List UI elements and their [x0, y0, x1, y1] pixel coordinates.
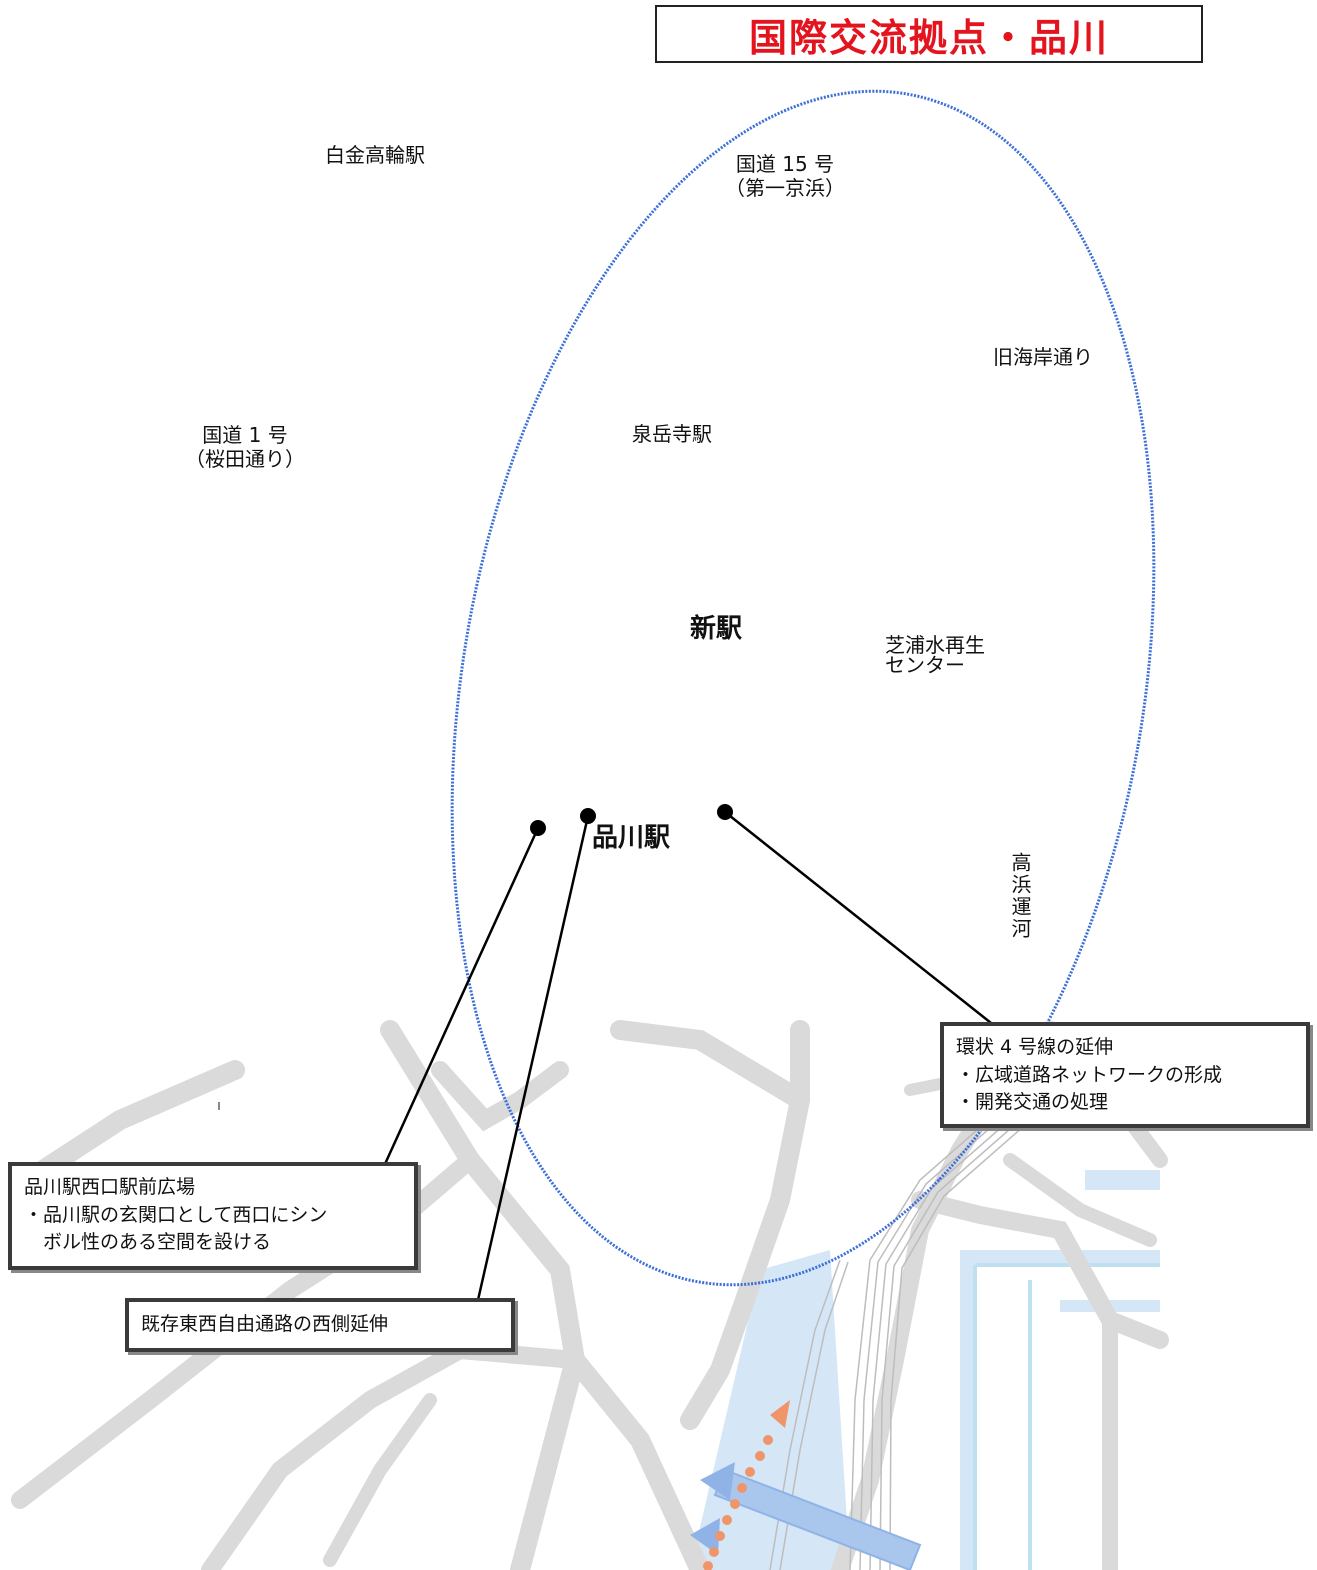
shibaura-line1: 芝浦水再生 [885, 633, 985, 657]
route1-label: 国道 1 号 （桜田通り） [165, 423, 325, 471]
passage-title: 既存東西自由通路の西側延伸 [141, 1313, 389, 1336]
west-plaza-item2: ボル性のある空間を設ける [43, 1231, 272, 1254]
route15-label: 国道 15 号 （第一京浜） [705, 152, 865, 200]
ring4-item1: ・広域道路ネットワークの形成 [956, 1063, 1223, 1086]
ring4-callout: 環状 4 号線の延伸 ・広域道路ネットワークの形成 ・開発交通の処理 [940, 1022, 1310, 1128]
west-plaza-title: 品川駅西口駅前広場 [24, 1176, 196, 1198]
ring4-item2: ・開発交通の処理 [956, 1091, 1109, 1114]
area-ellipse [450, 89, 1156, 1287]
takahama-canal-label: 高浜運河 [1008, 852, 1032, 940]
new-station-label: 新駅 [690, 614, 743, 644]
sengakuji-station-label: 泉岳寺駅 [632, 422, 712, 446]
station-dots [530, 804, 733, 836]
water-outlines [973, 1263, 1160, 1570]
shinagawa-station-label: 品川駅 [592, 823, 671, 853]
route1-line1: 国道 1 号 [202, 423, 288, 447]
leader-lines [383, 811, 1016, 1301]
route1-line2: （桜田通り） [185, 447, 305, 471]
west-plaza-callout: 品川駅西口駅前広場 ・品川駅の玄関口として西口にシン ボル性のある空間を設ける [8, 1162, 418, 1270]
shibaura-line2: センター [885, 653, 965, 677]
route15-line2: （第一京浜） [725, 176, 845, 200]
west-plaza-dot [530, 820, 546, 836]
passage-arrow [690, 1462, 922, 1570]
small-tick [218, 1102, 220, 1110]
title-box: 国際交流拠点・品川 [655, 5, 1203, 63]
passage-dot [580, 808, 596, 824]
new-station-dot [717, 804, 733, 820]
shirokane-station-label: 白金高輪駅 [325, 143, 425, 167]
orange-dotted-arrow [703, 1400, 790, 1570]
page-title: 国際交流拠点・品川 [748, 15, 1109, 60]
ring4-title: 環状 4 号線の延伸 [956, 1036, 1114, 1058]
rail-lines [769, 1109, 1025, 1570]
west-plaza-item1: ・品川駅の玄関口として西口にシン [24, 1203, 328, 1226]
passage-callout: 既存東西自由通路の西側延伸 [125, 1298, 515, 1352]
kyu-kaigan-label: 旧海岸通り [993, 345, 1093, 369]
shibaura-label: 芝浦水再生 センター [885, 635, 985, 675]
route15-line1: 国道 15 号 [735, 152, 835, 176]
